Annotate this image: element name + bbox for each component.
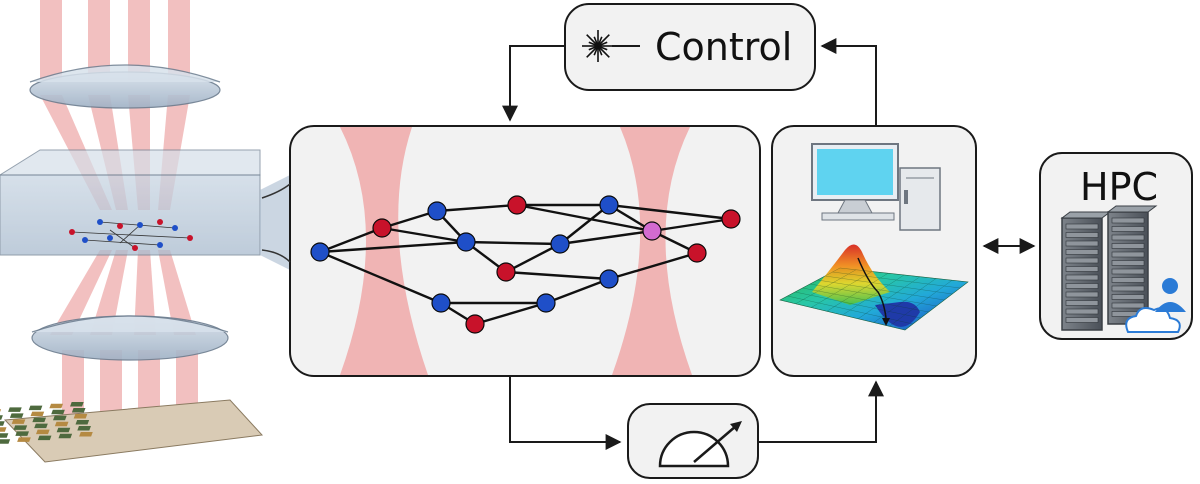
graph-edge	[474, 301, 547, 326]
graph-node-blue	[599, 195, 619, 215]
hpc-box: HPC	[1039, 152, 1193, 340]
gauge-meter-icon	[658, 421, 742, 468]
optical-setup-illustration	[0, 0, 290, 463]
control-label: Control	[655, 25, 792, 69]
graph-edge	[651, 217, 732, 233]
graph-edge	[516, 203, 653, 233]
atom-array-miniature	[69, 219, 193, 251]
graph-edge	[505, 270, 610, 281]
graph-edge	[319, 226, 383, 254]
graph-edge	[608, 251, 698, 281]
graph-nodes	[310, 195, 741, 334]
energy-landscape-surface-icon	[779, 244, 969, 331]
graph-edge	[545, 277, 610, 305]
graph-node-red	[507, 195, 527, 215]
arrow-graph-to-measurement	[509, 376, 622, 450]
graph-edge	[381, 226, 467, 244]
measurement-box	[627, 403, 759, 479]
arrow-computer-to-control	[820, 38, 877, 126]
graph-panel	[289, 125, 761, 377]
arrow-measurement-to-computer	[758, 380, 884, 443]
graph-node-pink	[642, 221, 662, 241]
graph-node-blue	[536, 293, 556, 313]
cloud-icon	[1125, 307, 1181, 333]
graph-edge	[436, 203, 518, 213]
laser-starburst-icon	[582, 30, 614, 62]
computer-panel	[771, 125, 977, 377]
graph-node-blue	[431, 293, 451, 313]
graph-edge	[465, 240, 561, 246]
spatial-light-modulator-chip	[0, 399, 264, 463]
vacuum-cell	[0, 149, 290, 270]
graph-node-blue	[456, 232, 476, 252]
graph-node-blue	[550, 234, 570, 254]
desktop-computer-icon	[811, 143, 941, 231]
graph-edge	[319, 250, 442, 305]
graph-node-red	[372, 218, 392, 238]
graph-node-blue	[310, 242, 330, 262]
lower-lens	[31, 315, 229, 361]
graph-node-red	[687, 243, 707, 263]
graph-node-red	[721, 209, 741, 229]
graph-edge	[608, 203, 732, 221]
graph-edge	[319, 240, 467, 254]
tweezer-beam-right	[612, 127, 692, 375]
graph-node-red	[465, 314, 485, 334]
graph-node-blue	[427, 201, 447, 221]
upper-lens	[29, 64, 221, 109]
control-box: Control	[564, 3, 816, 91]
user-icon	[1155, 278, 1186, 312]
tweezer-beam-left	[340, 127, 428, 375]
graph-node-blue	[599, 269, 619, 289]
graph-edge	[505, 242, 561, 274]
server-rack-icon	[1060, 205, 1158, 331]
graph-edge	[559, 204, 610, 245]
arrow-control-to-graph	[502, 45, 565, 122]
graph-node-red	[496, 262, 516, 282]
connectors	[261, 38, 1036, 450]
graph-edge	[559, 229, 653, 246]
zoom-connector	[261, 183, 291, 263]
hpc-label: HPC	[1080, 165, 1158, 209]
